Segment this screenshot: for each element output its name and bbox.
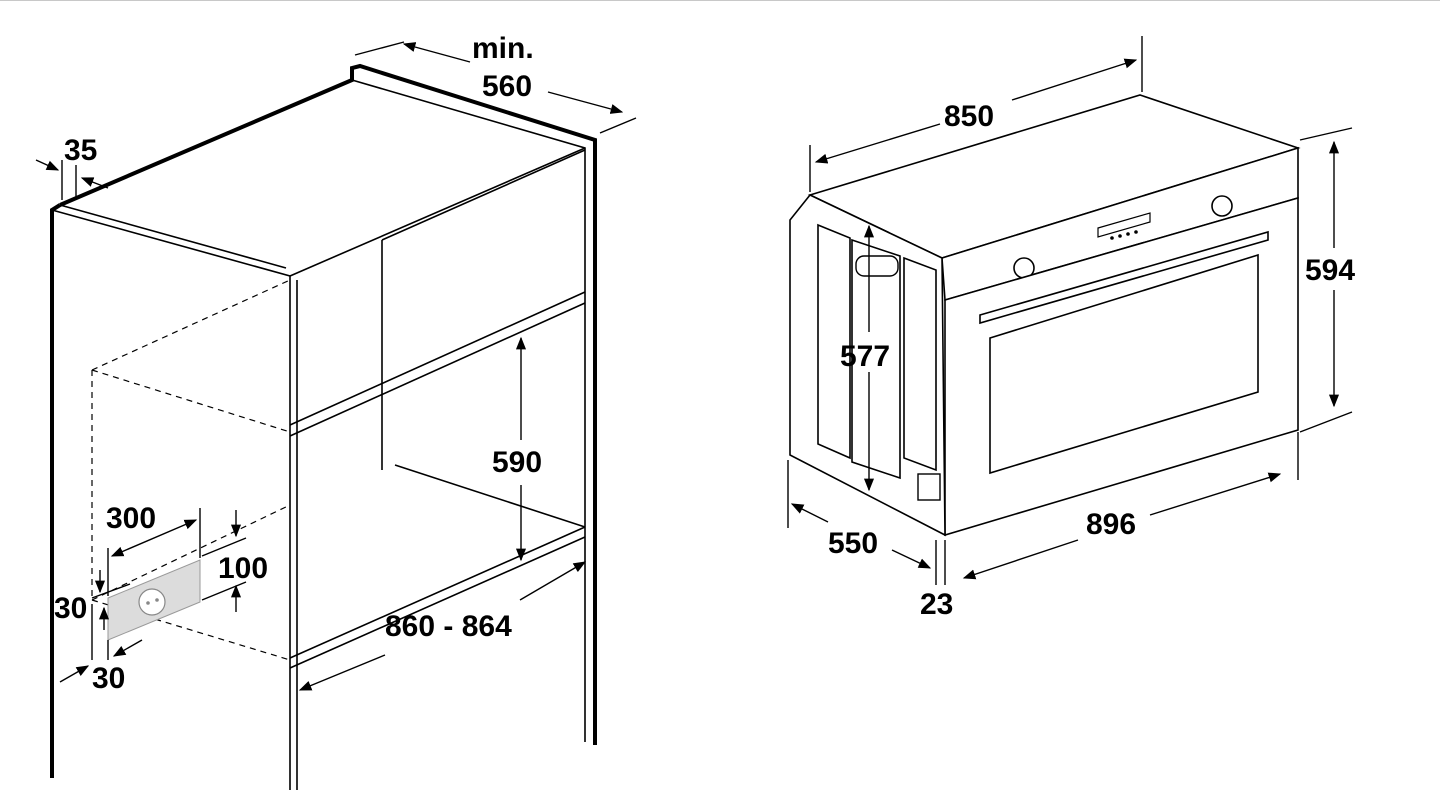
dim-850-label: 850 [944, 100, 994, 133]
dim-550-label: 550 [828, 527, 878, 560]
oven-side [789, 194, 946, 537]
right-knob-icon [1211, 195, 1233, 217]
hidden-line-2 [91, 369, 291, 433]
oven-handle [979, 230, 1269, 325]
socket-outlet-icon [138, 588, 166, 616]
lower-shelf-lower [289, 536, 586, 669]
upper-shelf-lower [289, 302, 586, 437]
min-label: min. [472, 32, 534, 65]
dim-896-label: 896 [1086, 508, 1136, 541]
dim-560-label: 560 [482, 70, 532, 103]
dim-30-left-label: 30 [54, 592, 87, 625]
side-rail-1 [817, 223, 851, 460]
oven-window [989, 253, 1259, 475]
cabinet-top-inner [59, 204, 287, 269]
lower-shelf-front [289, 526, 586, 659]
dim-300-label: 300 [106, 502, 156, 535]
cabinet-drawing: min. 560 35 590 860 - 864 300 100 30 [35, 32, 637, 790]
connector-box [917, 473, 941, 501]
dim-23-label: 23 [920, 588, 953, 621]
dim-30-bottom-label: 30 [92, 662, 125, 695]
dim-560-ext [354, 41, 405, 56]
dim-100-label: 100 [218, 552, 268, 585]
hidden-line-1 [91, 279, 291, 371]
side-rail-3 [903, 256, 937, 472]
cabinet-back-top [381, 149, 586, 241]
control-buttons [1110, 230, 1138, 240]
lower-shelf-back [394, 464, 586, 528]
dim-590-label: 590 [492, 446, 542, 479]
side-rail-2 [851, 238, 901, 480]
cabinet-top-front [289, 147, 586, 277]
oven-drawing: 850 594 577 896 550 23 [787, 36, 1355, 621]
dim-35-label: 35 [64, 134, 97, 167]
hidden-line-5 [91, 504, 291, 601]
cabinet-left-panel [51, 209, 291, 790]
dim-860-864-label: 860 - 864 [385, 610, 512, 643]
oven-display [1097, 212, 1151, 238]
upper-shelf-front [289, 291, 586, 426]
side-handle [855, 255, 899, 277]
top-border [0, 0, 1440, 1]
cabinet-left-edge [50, 203, 62, 778]
dim-594-label: 594 [1305, 254, 1355, 287]
cabinet-top-board [59, 63, 597, 745]
dim-577-label: 577 [840, 340, 890, 373]
